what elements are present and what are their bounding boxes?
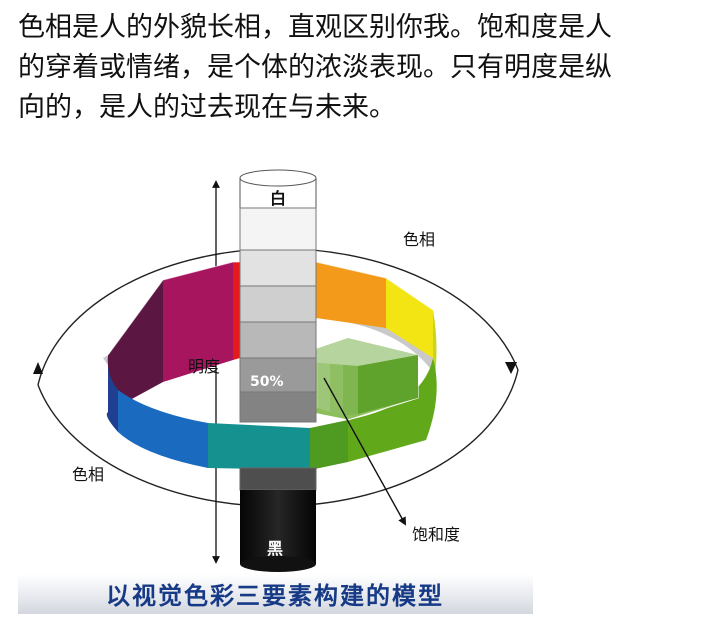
- post-text: 色相是人的外貌长相，直观区别你我。饱和度是人 的穿着或情绪，是个体的浓淡表现。只…: [18, 8, 708, 128]
- orbit-arrow-left: [33, 362, 43, 374]
- color-model-figure[interactable]: 白 黑 50% 明度 色相 色相 饱和度 以视觉色彩三要素构建的模型: [18, 150, 553, 618]
- white-label: 白: [270, 189, 286, 208]
- saturation-pointer: [323, 377, 407, 526]
- post-line-1: 色相是人的外貌长相，直观区别你我。饱和度是人: [18, 12, 612, 43]
- hue-ring: [103, 261, 437, 470]
- caption-bar: [18, 574, 533, 614]
- saturation-label: 饱和度: [412, 525, 460, 544]
- post-line-2: 的穿着或情绪，是个体的浓淡表现。只有明度是纵: [18, 52, 612, 83]
- figure-caption: 以视觉色彩三要素构建的模型: [106, 582, 444, 610]
- lightness-label: 明度: [188, 357, 220, 376]
- mid-gray-label: 50%: [250, 374, 284, 390]
- lightness-pillar: [239, 169, 317, 572]
- color-model-diagram: 白 黑 50% 明度 色相 色相 饱和度: [33, 169, 519, 572]
- hue-label-left: 色相: [72, 465, 104, 484]
- hue-label-right: 色相: [403, 230, 435, 249]
- black-label: 黑: [267, 539, 283, 558]
- post-line-3: 向的，是人的过去现在与未来。: [18, 92, 396, 123]
- orbit-arrow-right: [505, 362, 517, 374]
